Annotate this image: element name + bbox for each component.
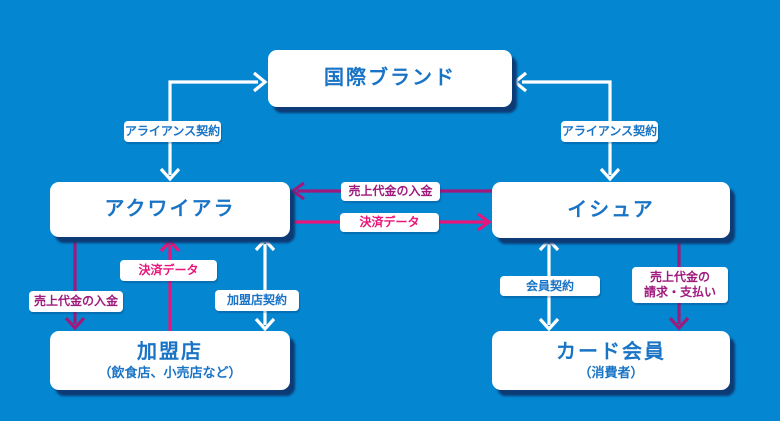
arrowhead-left-icon — [290, 181, 305, 201]
label-settlement-data-left: 決済データ — [120, 260, 217, 281]
node-label: イシュア — [567, 198, 655, 221]
arrowhead-down-icon — [159, 167, 181, 182]
node-acquirer: アクワイアラ — [50, 182, 290, 237]
label-alliance-contract-right: アライアンス契約 — [561, 121, 658, 142]
node-label: 加盟店 — [137, 340, 203, 363]
arrowhead-right-icon — [477, 212, 492, 232]
label-sales-payment-left: 売上代金の入金 — [29, 291, 123, 312]
arrow-shaft — [522, 80, 612, 175]
node-card-member: カード会員 （消費者） — [492, 331, 730, 390]
label-settlement-data-mid: 決済データ — [340, 213, 439, 232]
label-text: 会員契約 — [525, 278, 574, 293]
label-text: 売上代金の入金 — [33, 294, 118, 308]
label-sales-payment-mid: 売上代金の入金 — [341, 182, 440, 201]
arrowhead-down-icon — [64, 316, 86, 331]
node-label: 国際ブランド — [324, 67, 456, 89]
merchant-contract-arrow — [254, 237, 276, 332]
arrowhead-up-icon — [538, 237, 560, 252]
label-text: アライアンス契約 — [124, 124, 221, 138]
node-sublabel: （消費者） — [578, 364, 644, 380]
alliance-right-arrow — [512, 71, 621, 182]
node-sublabel: （飲食店、小売店など） — [98, 364, 242, 380]
label-member-contract: 会員契約 — [500, 276, 600, 296]
arrowhead-down-icon — [538, 317, 560, 332]
arrow-shaft — [168, 80, 258, 175]
node-label: カード会員 — [556, 340, 666, 363]
label-text: 決済データ — [359, 215, 420, 229]
label-text: 加盟店契約 — [226, 293, 287, 307]
arrowhead-down-icon — [668, 316, 690, 331]
label-text-line1: 売上代金の — [649, 270, 710, 284]
alliance-left-arrow — [159, 71, 268, 182]
arrowhead-right-icon — [252, 71, 268, 93]
arrowhead-up-icon — [254, 237, 276, 252]
label-text: アライアンス契約 — [561, 124, 658, 138]
arrowhead-left-icon — [512, 71, 528, 93]
node-international-brand: 国際ブランド — [268, 50, 512, 107]
settlement-data-left-arrow — [159, 238, 181, 331]
arrowhead-down-icon — [254, 317, 276, 332]
sales-payment-left-arrow — [64, 237, 86, 331]
label-merchant-contract: 加盟店契約 — [215, 290, 299, 311]
node-issuer: イシュア — [492, 182, 730, 238]
node-merchant: 加盟店 （飲食店、小売店など） — [50, 331, 290, 390]
arrowhead-up-icon — [159, 238, 181, 253]
label-billing-payment: 売上代金の 請求・支払い — [632, 267, 728, 303]
label-text: 決済データ — [138, 263, 199, 277]
label-alliance-contract-left: アライアンス契約 — [124, 121, 221, 142]
arrowhead-down-icon — [599, 167, 621, 182]
label-text: 売上代金の入金 — [348, 184, 433, 198]
label-text-line2: 請求・支払い — [643, 285, 716, 299]
node-label: アクワイアラ — [104, 198, 236, 220]
